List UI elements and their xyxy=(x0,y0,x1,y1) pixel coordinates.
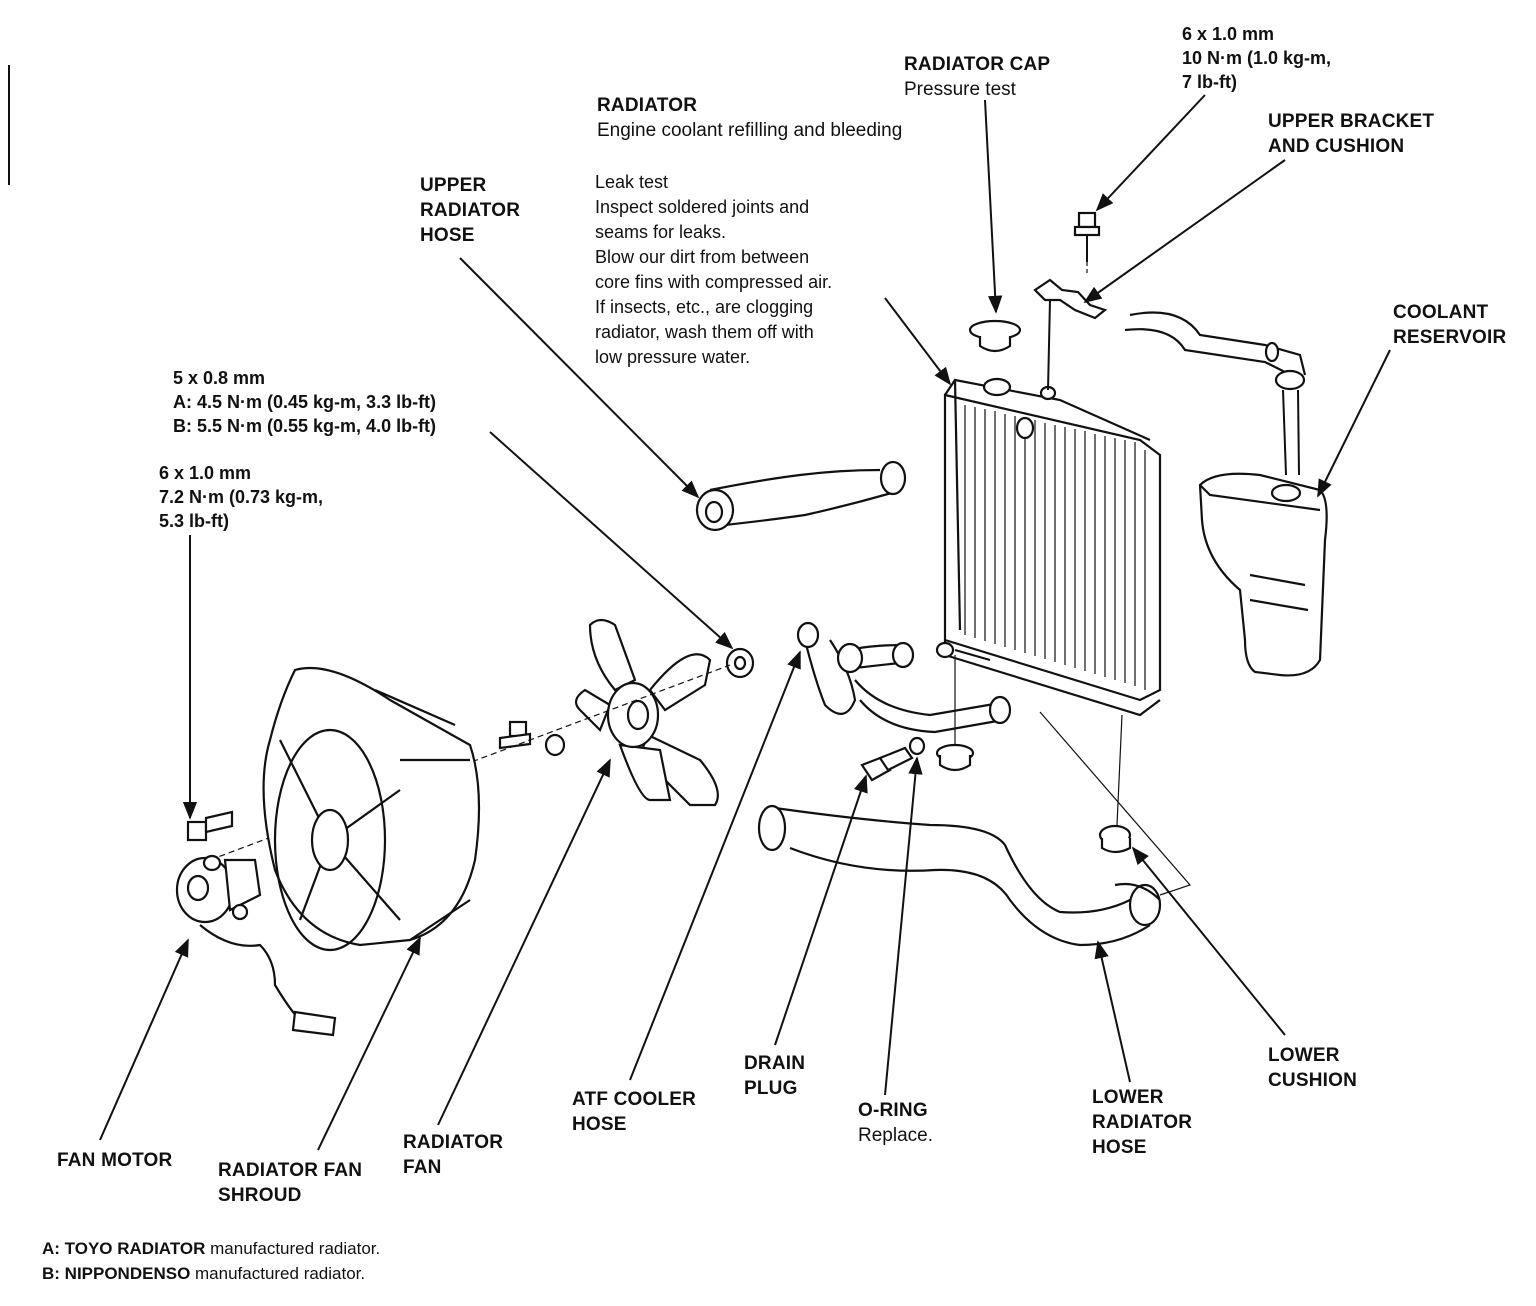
filler-neck xyxy=(982,377,1012,397)
drain-plug xyxy=(860,746,914,782)
coolant-reservoir xyxy=(1198,472,1328,677)
radiator-fan-label: RADIATOR FAN xyxy=(403,1130,503,1180)
atf-cooler-hoses xyxy=(796,621,1012,734)
footnote-a-bold: A: TOYO RADIATOR xyxy=(42,1239,206,1258)
radiator-cap-desc: Pressure test xyxy=(904,79,1016,100)
radiator-label: RADIATOR Engine coolant refilling and bl… xyxy=(597,93,902,143)
label-line: HOSE xyxy=(420,225,475,246)
coolant-reservoir-label: COOLANT RESERVOIR xyxy=(1393,300,1506,350)
note-line: seams for leaks. xyxy=(595,222,727,242)
radiator-fan xyxy=(574,618,719,807)
bracket-bolt-spec: 6 x 1.0 mm 10 N·m (1.0 kg-m, 7 lb-ft) xyxy=(1182,22,1331,94)
spec-line: 6 x 1.0 mm xyxy=(159,463,252,483)
o-ring xyxy=(908,736,926,756)
shroud-bolt xyxy=(498,720,532,750)
note-line: core fins with compressed air. xyxy=(595,272,833,292)
note-line: If insects, etc., are clogging xyxy=(595,297,814,317)
radiator-cap xyxy=(968,319,1022,353)
label-line: RADIATOR xyxy=(1092,1112,1193,1133)
radiator-title: RADIATOR xyxy=(597,95,698,116)
label-line: UPPER xyxy=(420,175,487,196)
spec-line: 7 lb-ft) xyxy=(1182,72,1237,92)
label-line: RADIATOR xyxy=(420,200,521,221)
drain-plug-label: DRAIN PLUG xyxy=(744,1051,805,1101)
leader-lines xyxy=(99,94,1391,1151)
o-ring-desc: Replace. xyxy=(858,1125,933,1146)
fan-motor-bolt xyxy=(186,810,234,842)
spec-line: 5 x 0.8 mm xyxy=(173,368,266,388)
label-line: PLUG xyxy=(744,1078,798,1099)
note-line: low pressure water. xyxy=(595,347,751,367)
label-line: RADIATOR FAN xyxy=(218,1160,363,1181)
label-line: DRAIN xyxy=(744,1053,806,1074)
lower-cushion-label: LOWER CUSHION xyxy=(1268,1043,1357,1093)
o-ring-title: O-RING xyxy=(858,1100,928,1121)
fan-nut-spec: 5 x 0.8 mm A: 4.5 N·m (0.45 kg-m, 3.3 lb… xyxy=(173,366,436,438)
label-line: COOLANT xyxy=(1393,302,1489,323)
label-line: AND CUSHION xyxy=(1268,136,1405,157)
footnote-b-bold: B: NIPPONDENSO xyxy=(42,1264,191,1283)
fan-nut xyxy=(725,647,755,679)
lower-cushion xyxy=(1039,711,1192,896)
spec-line: B: 5.5 N·m (0.55 kg-m, 4.0 lb-ft) xyxy=(173,416,437,436)
note-line: Leak test xyxy=(595,172,669,192)
footnote-a-text: manufactured radiator. xyxy=(205,1239,381,1258)
bracket-bolt xyxy=(1073,211,1101,275)
label-line: RADIATOR xyxy=(403,1132,504,1153)
note-line: Inspect soldered joints and xyxy=(595,197,810,217)
radiator-core xyxy=(943,377,1162,717)
label-line: HOSE xyxy=(572,1114,627,1135)
upper-radiator-hose xyxy=(695,460,907,532)
label-line: SHROUD xyxy=(218,1185,302,1206)
atf-cooler-hose-label: ATF COOLER HOSE xyxy=(572,1087,696,1137)
label-line: LOWER xyxy=(1268,1045,1340,1066)
radiator-fan-shroud-label: RADIATOR FAN SHROUD xyxy=(218,1158,362,1208)
footnote-b: B: NIPPONDENSO manufactured radiator. xyxy=(42,1261,365,1286)
radiator-fan-shroud xyxy=(262,666,481,952)
note-line: radiator, wash them off with xyxy=(595,322,814,342)
label-line: LOWER xyxy=(1092,1087,1164,1108)
radiator-notes: Leak test Inspect soldered joints and se… xyxy=(595,170,832,370)
note-line: Blow our dirt from between xyxy=(595,247,810,267)
footnote-b-text: manufactured radiator. xyxy=(190,1264,366,1283)
lower-radiator-hose-label: LOWER RADIATOR HOSE xyxy=(1092,1085,1192,1160)
spec-line: 10 N·m (1.0 kg-m, xyxy=(1182,48,1332,68)
spec-line: A: 4.5 N·m (0.45 kg-m, 3.3 lb-ft) xyxy=(173,392,437,412)
footnote-a: A: TOYO RADIATOR manufactured radiator. xyxy=(42,1236,380,1261)
fan-motor xyxy=(175,854,337,1037)
radiator-desc: Engine coolant refilling and bleeding xyxy=(597,120,903,141)
radiator-cap-title: RADIATOR CAP xyxy=(904,54,1051,75)
fan-motor-label: FAN MOTOR xyxy=(57,1148,172,1173)
radiator-cap-label: RADIATOR CAP Pressure test xyxy=(904,52,1050,102)
fan-washer xyxy=(544,733,566,757)
fan-motor-title: FAN MOTOR xyxy=(57,1150,173,1171)
label-line: RESERVOIR xyxy=(1393,327,1507,348)
spec-line: 5.3 lb-ft) xyxy=(159,511,229,531)
o-ring-label: O-RING Replace. xyxy=(858,1098,933,1148)
label-line: CUSHION xyxy=(1268,1070,1358,1091)
reservoir-hose xyxy=(1124,311,1307,476)
spec-line: 7.2 N·m (0.73 kg-m, xyxy=(159,487,324,507)
label-line: FAN xyxy=(403,1157,442,1178)
label-line: ATF COOLER xyxy=(572,1089,697,1110)
shroud-bolt-spec: 6 x 1.0 mm 7.2 N·m (0.73 kg-m, 5.3 lb-ft… xyxy=(159,461,323,533)
label-line: UPPER BRACKET xyxy=(1268,111,1435,132)
spec-line: 6 x 1.0 mm xyxy=(1182,24,1275,44)
upper-bracket-label: UPPER BRACKET AND CUSHION xyxy=(1268,109,1434,159)
upper-radiator-hose-label: UPPER RADIATOR HOSE xyxy=(420,173,520,248)
lower-radiator-hose xyxy=(757,804,1162,947)
upper-bracket xyxy=(1033,278,1108,391)
label-line: HOSE xyxy=(1092,1137,1147,1158)
lower-cushion-left xyxy=(935,655,975,772)
